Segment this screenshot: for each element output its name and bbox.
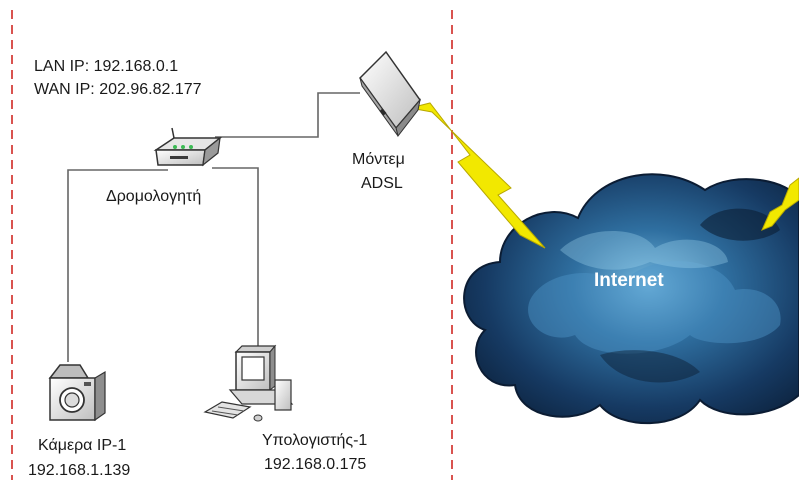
- computer-name-label: Υπολογιστής-1: [262, 432, 368, 449]
- router-computer-cable: [212, 167, 259, 348]
- router-wan-ip-label: WAN IP: 202.96.82.177: [34, 81, 202, 98]
- camera-name-label: Κάμερα IP-1: [38, 437, 127, 454]
- camera-ip-label: 192.168.1.139: [28, 462, 131, 479]
- router-icon: [153, 127, 223, 167]
- ip-camera-icon: [48, 364, 106, 422]
- adsl-modem-icon: [359, 50, 421, 138]
- cables: [67, 92, 360, 362]
- computer-icon: [203, 344, 294, 422]
- router-modem-cable: [215, 92, 360, 138]
- router-name-label: Δρομολογητή: [106, 188, 202, 205]
- router-camera-cable: [67, 169, 168, 362]
- modem-label-line1: Μόντεμ: [352, 151, 405, 168]
- lightning-bolt-left: [409, 102, 546, 249]
- computer-ip-label: 192.168.0.175: [264, 456, 367, 473]
- lightning-bolt-right: [761, 177, 799, 231]
- router-lan-ip-label: LAN IP: 192.168.0.1: [34, 58, 179, 75]
- internet-cloud: [463, 173, 799, 425]
- internet-label: Internet: [594, 270, 664, 291]
- modem-label-line2: ADSL: [361, 175, 403, 192]
